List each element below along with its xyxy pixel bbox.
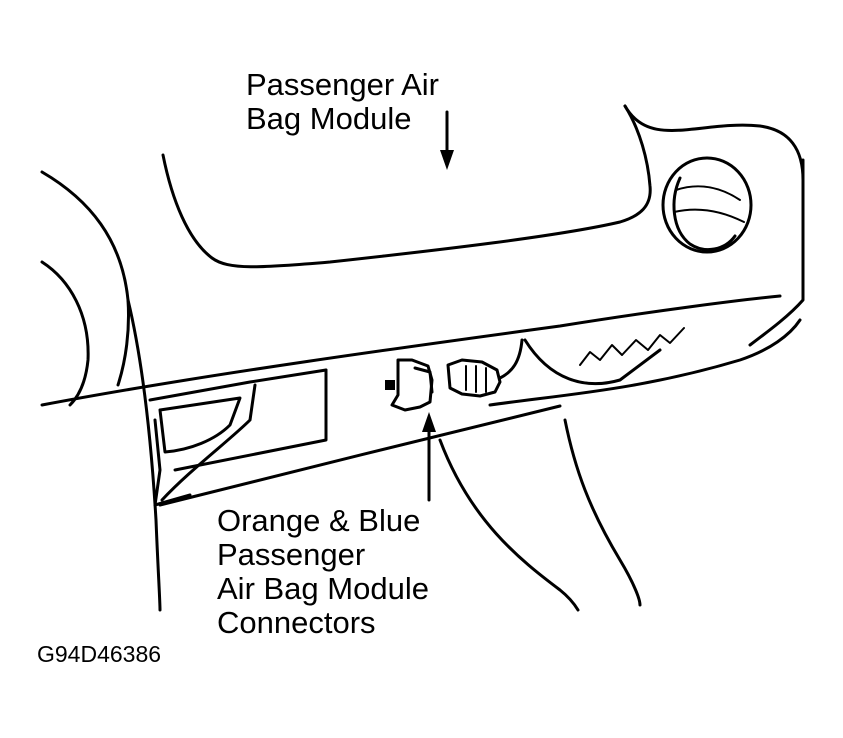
- connector-left-latch: [385, 380, 395, 390]
- right-vent-louvre-1: [675, 185, 741, 201]
- module-callout-line-1: Passenger Air: [246, 67, 439, 102]
- module-callout: Passenger Air Bag Module: [246, 68, 439, 136]
- right-vent-louvre-2: [673, 208, 745, 223]
- glovebox-lower: [160, 383, 257, 502]
- dash-right-edge: [748, 158, 805, 347]
- glovebox-side: [173, 368, 328, 472]
- connectors-callout-line-3: Air Bag Module: [217, 571, 429, 606]
- connectors-callout-line-2: Passenger: [217, 537, 366, 572]
- connector-left-body: [390, 358, 434, 412]
- glovebox-outer: [153, 418, 192, 507]
- figure-id: G94D46386: [37, 641, 162, 667]
- console-panel: [523, 338, 662, 386]
- airbag-door-outline: [161, 104, 652, 269]
- lower-trim-line: [158, 404, 562, 507]
- instrument-cluster-inner-arc: [40, 260, 90, 407]
- console-top-ridge: [488, 318, 802, 407]
- connectors-callout-line-4: Connectors: [217, 605, 376, 640]
- glovebox-latch: [158, 396, 242, 454]
- console-right-contour: [563, 418, 642, 607]
- glovebox-top: [148, 368, 328, 402]
- instrument-cluster-outline: [40, 170, 130, 387]
- console-left-contour: [438, 438, 580, 612]
- connector-right-ribs: [465, 365, 487, 393]
- dash-right-upper-contour: [623, 104, 805, 182]
- module-callout-line-2: Bag Module: [246, 101, 412, 136]
- module-arrowhead: [440, 150, 454, 170]
- connector-left-clip: [413, 366, 434, 394]
- connector-arrowhead: [422, 412, 436, 432]
- lower-panel-left-edge: [126, 298, 162, 612]
- connector-right-body: [446, 358, 502, 398]
- console-serration: [579, 327, 685, 366]
- right-vent-outer: [661, 156, 753, 254]
- connector-wire: [498, 338, 524, 380]
- right-vent-inner: [672, 176, 737, 252]
- connectors-callout: Orange & Blue Passenger Air Bag Module C…: [217, 504, 429, 640]
- connectors-callout-line-1: Orange & Blue: [217, 503, 421, 538]
- connectors-group: [385, 338, 524, 412]
- dash-upper-edge: [40, 294, 782, 407]
